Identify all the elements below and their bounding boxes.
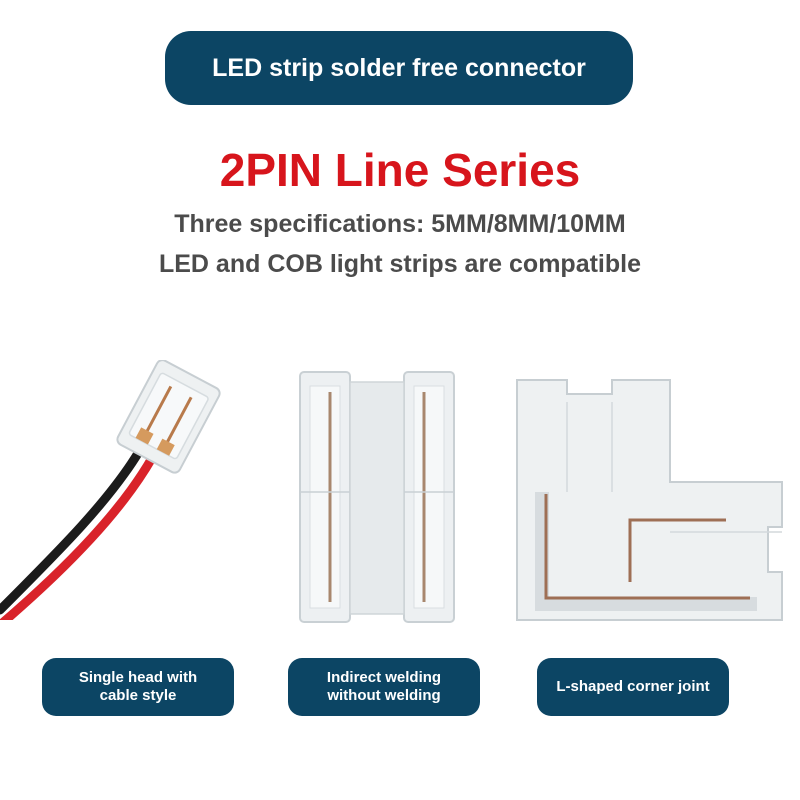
spec-line-sizes: Three specifications: 5MM/8MM/10MM [174, 210, 626, 238]
spec-line-compatibility: LED and COB light strips are compatible [158, 250, 642, 278]
product-label-text: Indirect welding without welding [326, 669, 442, 704]
product-label-text: L-shaped corner joint [556, 678, 710, 695]
header-banner: LED strip solder free connector [165, 31, 633, 105]
product-label-indirect-welding: Indirect welding without welding [288, 658, 480, 716]
series-title: 2PIN Line Series [219, 144, 581, 196]
straight-strip-connector-image [299, 371, 455, 623]
product-label-l-shaped: L-shaped corner joint [537, 658, 729, 716]
product-label-single-head: Single head with cable style [42, 658, 234, 716]
single-head-cable-connector-image [0, 360, 221, 620]
product-label-text: Single head with cable style [78, 669, 198, 704]
l-shaped-corner-connector-image [516, 379, 783, 621]
banner-text: LED strip solder free connector [212, 53, 586, 82]
